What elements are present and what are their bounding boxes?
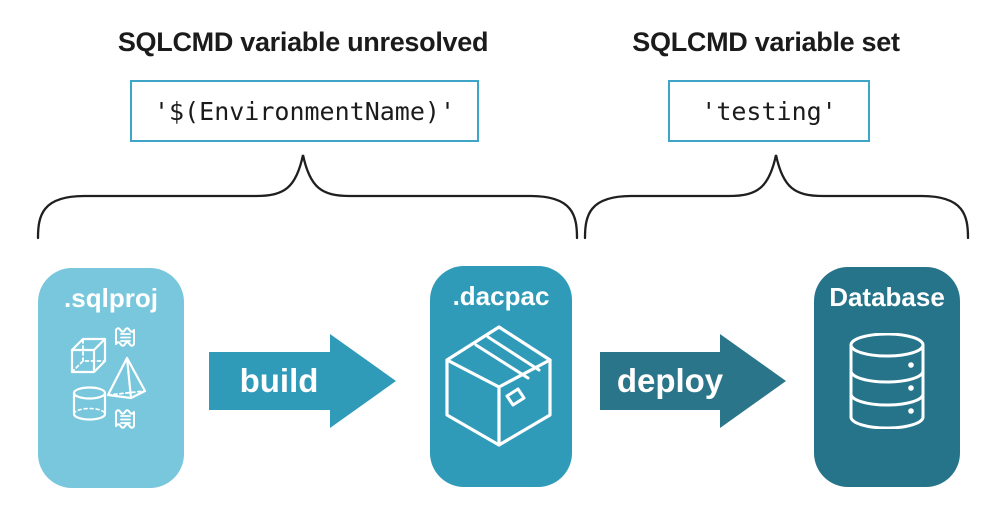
- cylinder-icon: [72, 386, 107, 421]
- pyramid-icon: [106, 356, 147, 400]
- node-sqlproj: .sqlproj: [38, 268, 184, 488]
- database-dot: [908, 408, 914, 414]
- build-arrow-label: build: [239, 362, 319, 399]
- deploy-arrow-icon: [600, 334, 786, 428]
- database-icon: [849, 333, 925, 429]
- build-arrow-icon: [209, 334, 396, 428]
- node-sqlproj-label: .sqlproj: [64, 283, 158, 313]
- script-icon: [115, 327, 135, 347]
- package-icon: [445, 325, 552, 447]
- code-environment-variable: '$(EnvironmentName)': [153, 96, 456, 126]
- heading-sqlcmd-set: SQLCMD variable set: [632, 27, 900, 57]
- code-testing-value: 'testing': [701, 96, 837, 126]
- brace-left-icon: [36, 154, 579, 240]
- cube-icon: [70, 337, 107, 374]
- database-dot: [908, 362, 914, 368]
- brace-right-icon: [583, 154, 970, 240]
- node-dacpac: .dacpac: [430, 266, 572, 487]
- deploy-arrow-label: deploy: [616, 362, 724, 399]
- code-box-environment-variable: '$(EnvironmentName)': [130, 80, 479, 142]
- node-database-label: Database: [829, 282, 945, 312]
- node-database: Database: [814, 267, 960, 487]
- database-dot: [908, 385, 914, 391]
- heading-sqlcmd-unresolved: SQLCMD variable unresolved: [117, 27, 489, 57]
- sql-objects-icons: [70, 327, 147, 429]
- node-dacpac-label: .dacpac: [452, 281, 550, 311]
- code-box-testing-value: 'testing': [668, 80, 870, 142]
- script-icon: [115, 409, 135, 429]
